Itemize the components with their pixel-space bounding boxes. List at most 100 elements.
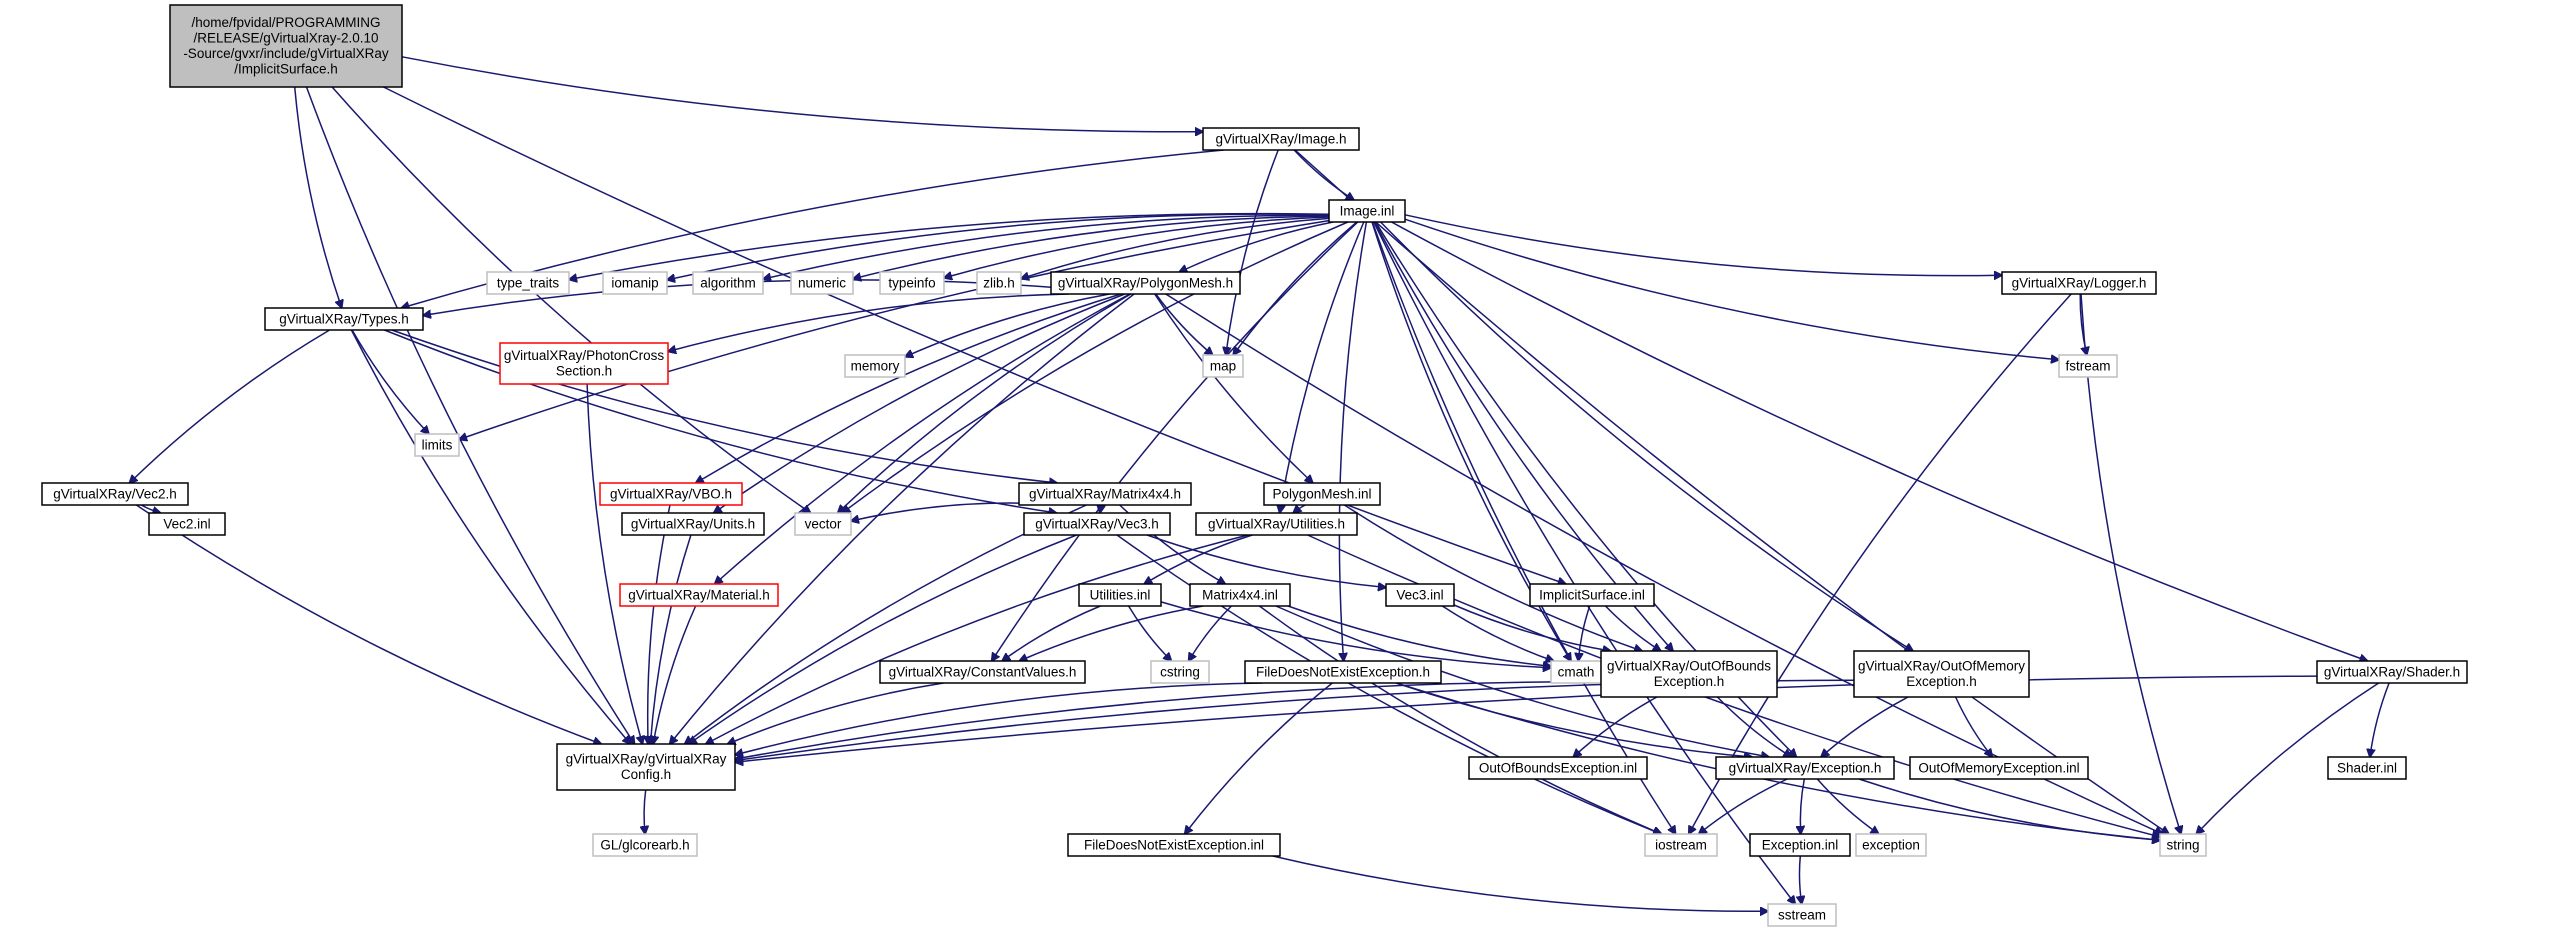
- node-box: [692, 271, 764, 295]
- node-polygonmesh-h[interactable]: gVirtualXRay/PolygonMesh.h: [1050, 271, 1241, 295]
- node-box: [486, 271, 570, 295]
- node-vec3-h[interactable]: gVirtualXRay/Vec3.h: [1023, 512, 1171, 536]
- node-box: [2001, 271, 2157, 295]
- node-shader-inl[interactable]: Shader.inl: [2327, 756, 2407, 780]
- node-map: map: [1202, 354, 1244, 378]
- node-label: gVirtualXRay/Shader.h: [2324, 664, 2460, 679]
- node-box: [264, 307, 424, 331]
- node-label: FileDoesNotExistException.inl: [1084, 837, 1264, 852]
- node-box: [599, 482, 743, 506]
- edge-filenot_h-to-filenot_inl: [1185, 682, 1333, 834]
- edge-shader_h-to-string: [2196, 682, 2380, 834]
- node-vbo-h[interactable]: gVirtualXRay/VBO.h: [599, 482, 743, 506]
- node-vec3-inl[interactable]: Vec3.inl: [1385, 583, 1455, 607]
- edge-vec2_h-to-vec2_inl: [141, 504, 160, 513]
- edge-utilities_inl-to-cstring: [1127, 605, 1172, 661]
- node-polymesh-inl[interactable]: PolygonMesh.inl: [1263, 482, 1381, 506]
- node-material-h[interactable]: gVirtualXRay/Material.h: [619, 583, 779, 607]
- node-oob-inl[interactable]: OutOfBoundsException.inl: [1468, 756, 1648, 780]
- node-label: gVirtualXRay/PhotonCross: [504, 348, 665, 363]
- node-box: [1150, 660, 1210, 684]
- edge-root-to-config_h: [305, 86, 635, 744]
- edge-constvals_h-to-config_h: [728, 682, 944, 744]
- node-image-inl[interactable]: Image.inl: [1328, 199, 1406, 223]
- node-label: Vec2.inl: [163, 516, 210, 531]
- node-iostream: iostream: [1644, 833, 1718, 857]
- node-box: [844, 354, 906, 378]
- node-box: [602, 271, 668, 295]
- node-label: gVirtualXRay/Types.h: [279, 311, 409, 326]
- node-outofbounds-h[interactable]: gVirtualXRay/OutOfBoundsException.h: [1600, 650, 1778, 698]
- node-label: Exception.h: [1906, 674, 1977, 689]
- edge-matrix_inl-to-exception_h: [1275, 605, 1769, 757]
- node-algorithm: algorithm: [692, 271, 764, 295]
- edge-image_inl-to-numeric: [853, 215, 1330, 279]
- edge-utilities_h-to-utilities_inl: [1144, 534, 1253, 584]
- edge-logger_h-to-iostream: [1689, 293, 2072, 834]
- edge-polygonmesh_h-to-material_h: [715, 293, 1131, 584]
- edge-polygonmesh_h-to-memory: [905, 293, 1110, 357]
- edge-exception_inl-to-sstream: [1799, 855, 1801, 904]
- edge-exception_h-to-string: [1858, 778, 2160, 840]
- node-box: [41, 482, 189, 506]
- node-label: gVirtualXRay/Material.h: [628, 587, 770, 602]
- node-logger-h[interactable]: gVirtualXRay/Logger.h: [2001, 271, 2157, 295]
- node-filenot-inl[interactable]: FileDoesNotExistException.inl: [1067, 833, 1281, 857]
- node-label: Config.h: [621, 767, 671, 782]
- edge-outofbounds_h-to-config_h: [735, 681, 1602, 759]
- edge-matrix_inl-to-iostream: [1258, 605, 1661, 834]
- edge-vec3_inl-to-outofbounds_h: [1453, 604, 1611, 651]
- node-box: [1244, 660, 1442, 684]
- node-label: zlib.h: [983, 275, 1015, 290]
- node-filenot-h[interactable]: FileDoesNotExistException.h: [1244, 660, 1442, 684]
- node-box: [1050, 271, 1241, 295]
- node-matrix-inl[interactable]: Matrix4x4.inl: [1189, 583, 1291, 607]
- node-label: gVirtualXRay/ConstantValues.h: [889, 664, 1077, 679]
- node-label: gVirtualXRay/Image.h: [1215, 131, 1346, 146]
- node-label: Section.h: [556, 364, 612, 379]
- edge-polygonmesh_h-to-units_h: [714, 293, 1126, 513]
- edge-outofbounds_h-to-oob_inl: [1573, 696, 1658, 757]
- node-label: cstring: [1160, 664, 1200, 679]
- node-label: GL/glcorearb.h: [600, 837, 689, 852]
- edge-root-to-image_h: [401, 56, 1203, 132]
- node-label: vector: [805, 516, 842, 531]
- edge-image_inl-to-algorithm: [763, 214, 1330, 279]
- node-constvals-h[interactable]: gVirtualXRay/ConstantValues.h: [879, 660, 1086, 684]
- node-zlib: zlib.h: [976, 271, 1022, 295]
- edge-outofmem_h-to-oom_inl: [1954, 696, 1993, 757]
- node-utilities-inl[interactable]: Utilities.inl: [1078, 583, 1162, 607]
- node-root[interactable]: /home/fpvidal/PROGRAMMING/RELEASE/gVirtu…: [169, 4, 403, 88]
- edge-types_h-to-vec2_h: [129, 329, 330, 483]
- node-box: [1644, 833, 1718, 857]
- node-image-h[interactable]: gVirtualXRay/Image.h: [1202, 127, 1360, 151]
- node-units-h[interactable]: gVirtualXRay/Units.h: [621, 512, 765, 536]
- node-oom-inl[interactable]: OutOfMemoryException.inl: [1909, 756, 2089, 780]
- node-label: typeinfo: [888, 275, 935, 290]
- node-utilities-h[interactable]: gVirtualXRay/Utilities.h: [1195, 512, 1358, 536]
- node-box: [1767, 903, 1837, 927]
- node-fstream: fstream: [2058, 354, 2118, 378]
- edge-filenot_inl-to-sstream: [1272, 855, 1768, 911]
- node-label: FileDoesNotExistException.h: [1256, 664, 1430, 679]
- node-matrix-h[interactable]: gVirtualXRay/Matrix4x4.h: [1018, 482, 1192, 506]
- node-types-h[interactable]: gVirtualXRay/Types.h: [264, 307, 424, 331]
- node-exception-inl[interactable]: Exception.inl: [1749, 833, 1851, 857]
- node-vec2-inl[interactable]: Vec2.inl: [148, 512, 226, 536]
- node-label: map: [1210, 358, 1236, 373]
- node-box: [1018, 482, 1192, 506]
- node-outofmem-h[interactable]: gVirtualXRay/OutOfMemoryException.h: [1853, 650, 2030, 698]
- edge-image_inl-to-shader_h: [1391, 221, 2368, 661]
- edge-polygonmesh_h-to-photon_h: [668, 293, 1069, 352]
- edge-polygonmesh_h-to-string: [1165, 293, 2163, 834]
- node-box: [2159, 833, 2207, 857]
- node-shader-h[interactable]: gVirtualXRay/Shader.h: [2316, 660, 2468, 684]
- node-implicit-inl[interactable]: ImplicitSurface.inl: [1529, 583, 1655, 607]
- node-label: Utilities.inl: [1090, 587, 1151, 602]
- node-exception-h[interactable]: gVirtualXRay/Exception.h: [1715, 756, 1895, 780]
- node-vec2-h[interactable]: gVirtualXRay/Vec2.h: [41, 482, 189, 506]
- edge-matrix_h-to-vector: [851, 502, 1020, 521]
- node-cmath: cmath: [1550, 660, 1602, 684]
